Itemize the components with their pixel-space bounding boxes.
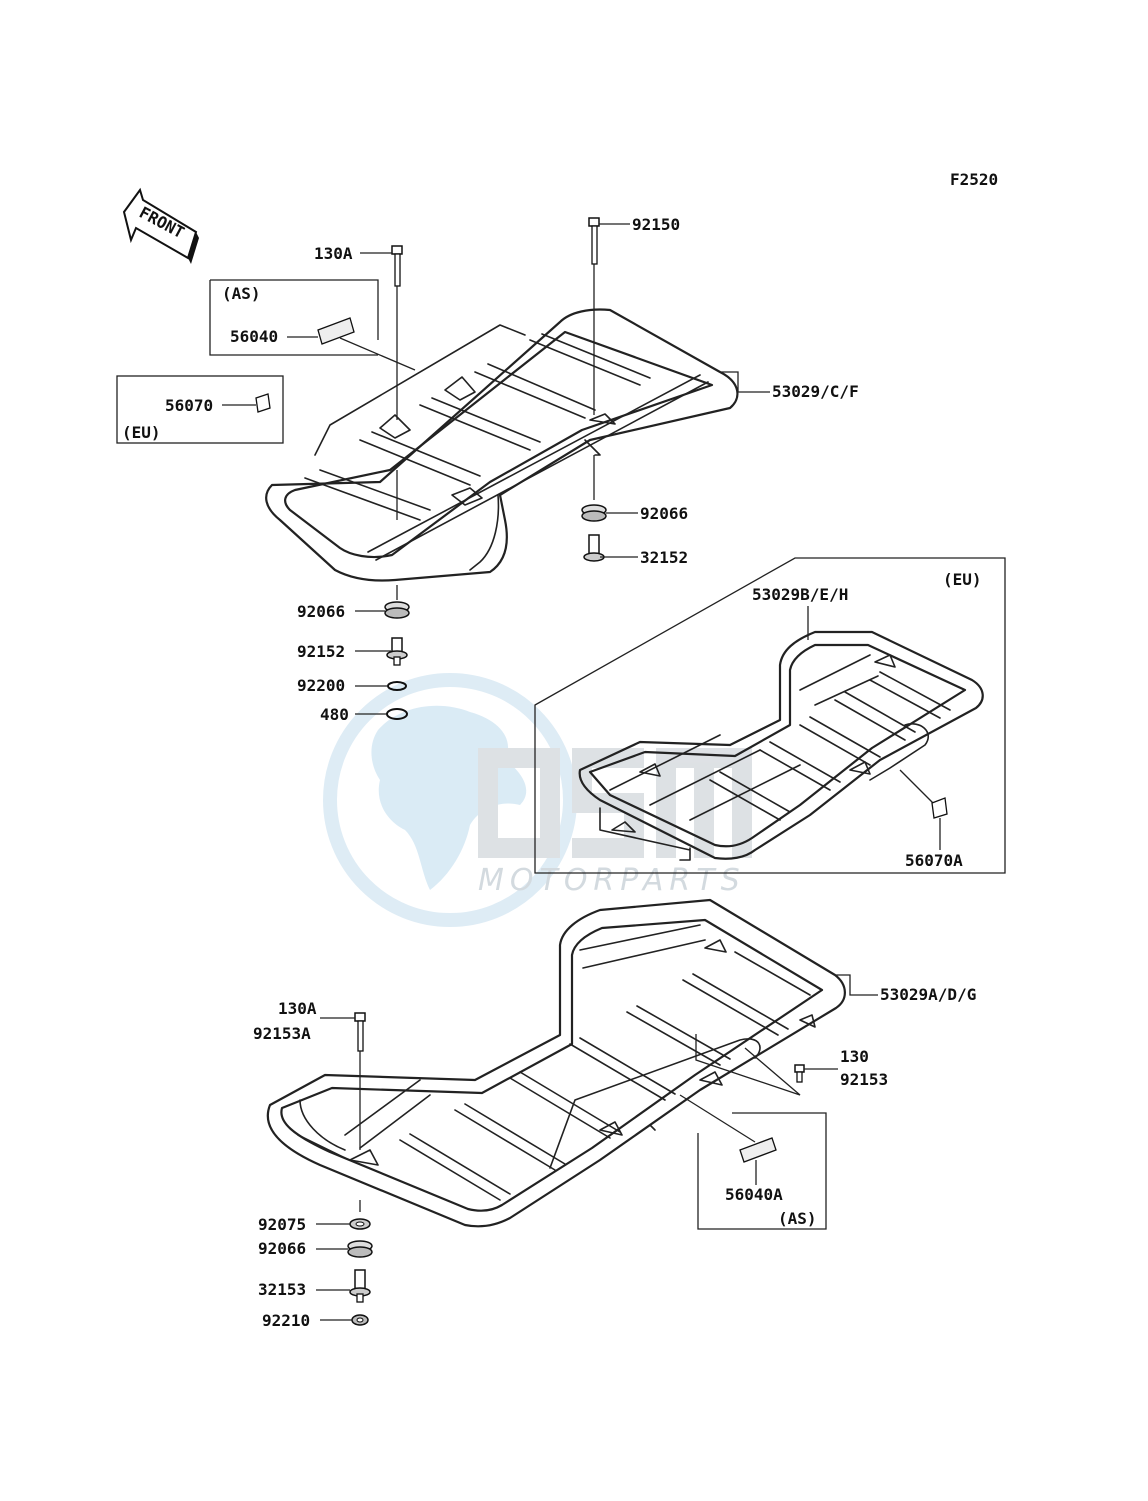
- callout-130-92153: 130 92153: [804, 1047, 888, 1089]
- callout-92066-left: 92066: [297, 602, 385, 621]
- grommet-92066-bottom: [347, 1240, 373, 1258]
- front-arrow: FRONT: [122, 187, 199, 264]
- callout-480: 480: [320, 705, 386, 724]
- callout-130A-bottom: 130A 92153A: [253, 999, 355, 1043]
- bolt-130A-top: [391, 245, 403, 520]
- label-56070A: 56070A: [905, 851, 963, 870]
- callout-32153: 32153: [258, 1280, 350, 1299]
- watermark-subtitle: MOTORPARTS: [478, 863, 746, 898]
- label-92200: 92200: [297, 676, 345, 695]
- label-92066-bottom: 92066: [258, 1239, 306, 1258]
- callout-53029ADG: 53029A/D/G: [835, 974, 976, 1004]
- nut-92210: [351, 1314, 369, 1326]
- grommet-92066-right: [581, 504, 607, 522]
- callout-92200: 92200: [297, 676, 387, 695]
- box-AS-top: (AS) 56040: [209, 279, 416, 371]
- label-130A-top: 130A: [314, 244, 353, 263]
- label-92150: 92150: [632, 215, 680, 234]
- label-92153A: 92153A: [253, 1024, 311, 1043]
- label-32153: 32153: [258, 1280, 306, 1299]
- label-92075: 92075: [258, 1215, 306, 1234]
- carrier-bottom: [266, 898, 846, 1228]
- callout-92075: 92075: [258, 1215, 350, 1234]
- label-130: 130: [840, 1047, 869, 1066]
- callout-130A-top: 130A: [314, 244, 392, 263]
- callout-92066-right: 92066: [606, 504, 688, 523]
- label-AS-top: (AS): [222, 284, 261, 303]
- washer-92075: [349, 1218, 371, 1230]
- collar-92152: [386, 637, 408, 666]
- bolt-92150: [588, 217, 600, 500]
- label-32152: 32152: [640, 548, 688, 567]
- label-130A-bottom: 130A: [278, 999, 317, 1018]
- label-56040: 56040: [230, 327, 278, 346]
- grommet-92066-left: [384, 601, 410, 619]
- figure-code: F2520: [950, 170, 998, 189]
- label-53029ADG: 53029A/D/G: [880, 985, 976, 1004]
- decal-56070A: [931, 797, 948, 819]
- label-EU-box: (EU): [943, 570, 982, 589]
- watermark: MOTORPARTS: [323, 673, 752, 927]
- carrier-top: [265, 308, 739, 582]
- callout-92150: 92150: [599, 215, 680, 234]
- washer-92200: [387, 681, 407, 691]
- label-EU-left: (EU): [122, 423, 161, 442]
- bolt-130: [794, 1064, 805, 1083]
- callout-53029CF: 53029/C/F: [720, 371, 859, 401]
- watermark-globe-ring: [323, 673, 577, 927]
- label-92066-left: 92066: [297, 602, 345, 621]
- label-92066-right: 92066: [640, 504, 688, 523]
- carrier-eu: [578, 630, 984, 861]
- watermark-logo-letters: [478, 748, 752, 858]
- label-56070: 56070: [165, 396, 213, 415]
- bolt-130A-bottom: [354, 1012, 366, 1212]
- callout-92210: 92210: [262, 1311, 352, 1330]
- decal-56040A: [739, 1137, 777, 1163]
- label-92210: 92210: [262, 1311, 310, 1330]
- box-EU-left: 56070 (EU): [116, 375, 284, 444]
- label-53029CF: 53029/C/F: [772, 382, 859, 401]
- callout-32152: 32152: [600, 548, 688, 567]
- decal-56040: [317, 317, 355, 345]
- front-arrow-shadow: [188, 232, 199, 264]
- label-53029BEH: 53029B/E/H: [752, 585, 848, 604]
- collar-32153: [349, 1269, 371, 1303]
- label-92153: 92153: [840, 1070, 888, 1089]
- label-56040A: 56040A: [725, 1185, 783, 1204]
- decal-56070: [255, 393, 271, 413]
- label-480: 480: [320, 705, 349, 724]
- box-EU-carrier: (EU) 53029B/E/H 56070A: [534, 557, 1006, 874]
- label-92152: 92152: [297, 642, 345, 661]
- callout-92066-bottom: 92066: [258, 1239, 348, 1258]
- callout-92152: 92152: [297, 642, 391, 661]
- label-AS-bottom: (AS): [778, 1209, 817, 1228]
- box-AS-bottom: 56040A (AS): [679, 1094, 827, 1230]
- clip-480: [386, 708, 408, 720]
